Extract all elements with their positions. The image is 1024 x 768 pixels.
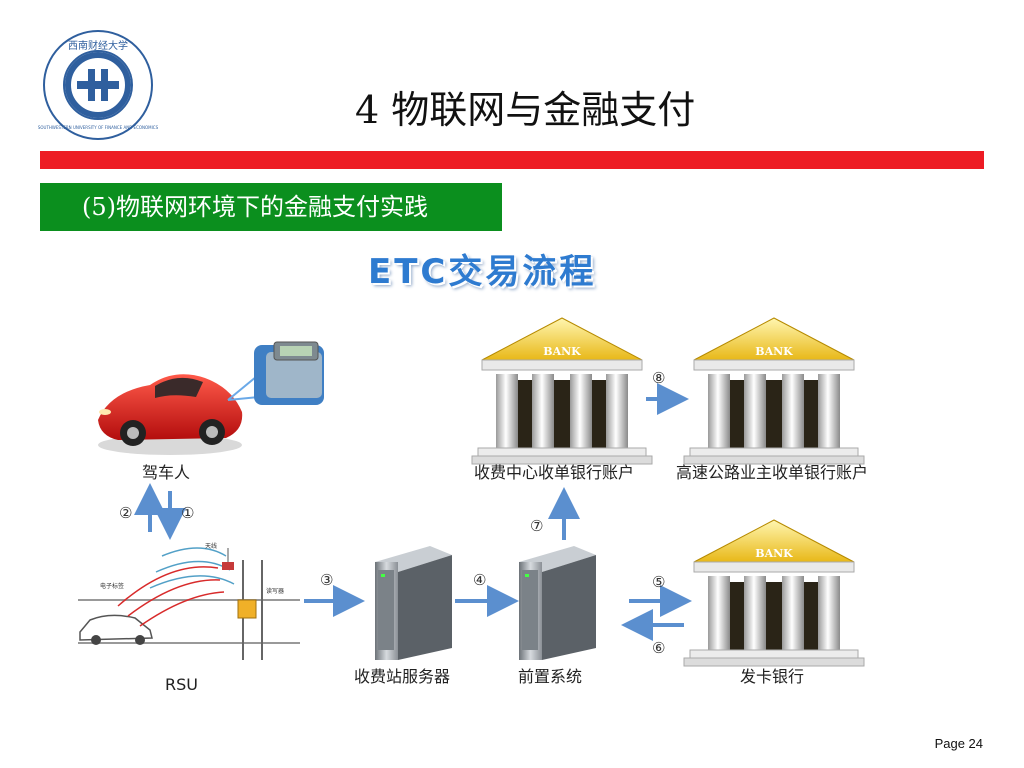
rsu-tag-label: 电子标签 <box>100 582 124 590</box>
step-6-label: ⑥ <box>652 639 665 657</box>
highway-bank-label: 高速公路业主收单银行账户 <box>676 463 868 482</box>
center-bank-icon: BANK <box>471 317 653 465</box>
rsu-label: RSU <box>165 675 198 694</box>
logo-ring-text: SOUTHWESTERN UNIVERSITY OF FINANCE AND E… <box>38 125 159 130</box>
center-bank-label: 收费中心收单银行账户 <box>474 463 634 482</box>
highway-bank-icon: BANK <box>683 317 865 465</box>
front-system-label: 前置系统 <box>518 667 582 686</box>
step-3-label: ③ <box>320 571 333 589</box>
issuing-bank-label: 发卡银行 <box>740 667 804 686</box>
obu-device-icon <box>227 341 324 405</box>
step-8-label: ⑧ <box>652 369 665 387</box>
front-system-server-icon <box>519 546 596 660</box>
car-icon <box>98 374 243 455</box>
rsu-antenna-label: 天线 <box>205 542 217 550</box>
diagram-title: ETC交易流程 <box>368 252 597 292</box>
step-1-label: ① <box>181 504 194 522</box>
step-4-label: ④ <box>473 571 486 589</box>
university-logo: 西南财经大学 SOUTHWESTERN UNIVERSITY OF FINANC… <box>38 30 159 140</box>
issuing-bank-icon: BANK <box>683 519 865 667</box>
bank-sign-text: BANK <box>755 547 793 560</box>
step-5-label: ⑤ <box>652 573 665 591</box>
driver-label: 驾车人 <box>142 463 190 482</box>
bank-sign-text: BANK <box>543 345 581 358</box>
step-7-label: ⑦ <box>530 517 543 535</box>
section-heading: (5)物联网环境下的金融支付实践 <box>40 183 502 231</box>
page-number: Page 24 <box>934 736 983 751</box>
step-2-label: ② <box>119 504 132 522</box>
station-server-label: 收费站服务器 <box>354 667 450 686</box>
station-server-icon <box>375 546 452 660</box>
rsu-scene: 天线 电子标签 读写器 <box>78 542 300 660</box>
bank-sign-text: BANK <box>755 345 793 358</box>
title-divider <box>40 151 984 169</box>
logo-seal-text: 西南财经大学 <box>68 39 128 52</box>
rsu-reader-label: 读写器 <box>266 587 284 595</box>
slide-title: 4 物联网与金融支付 <box>355 88 696 132</box>
